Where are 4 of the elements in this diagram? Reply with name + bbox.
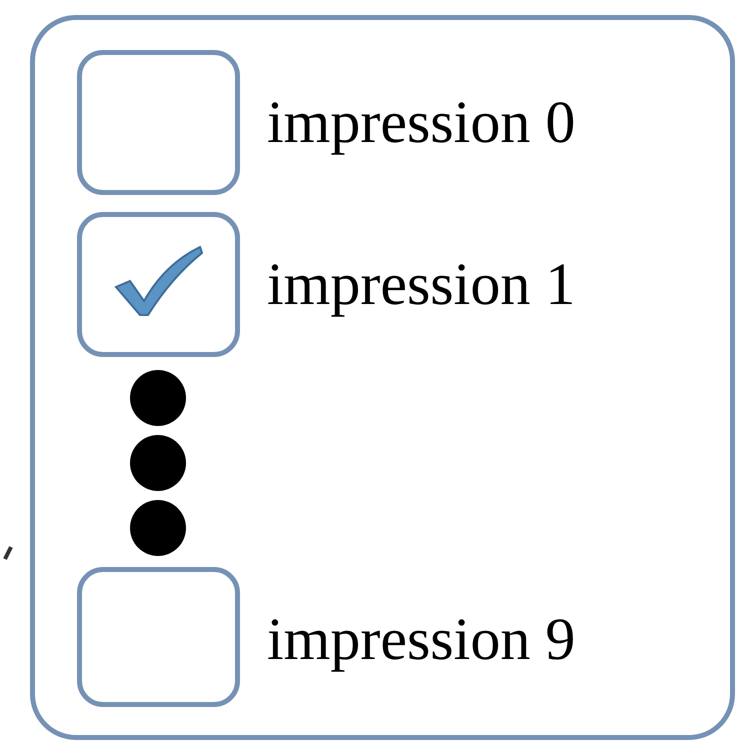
outer-frame — [30, 15, 735, 740]
checkbox — [77, 212, 240, 357]
checkbox — [77, 50, 240, 195]
checkbox — [77, 567, 240, 707]
